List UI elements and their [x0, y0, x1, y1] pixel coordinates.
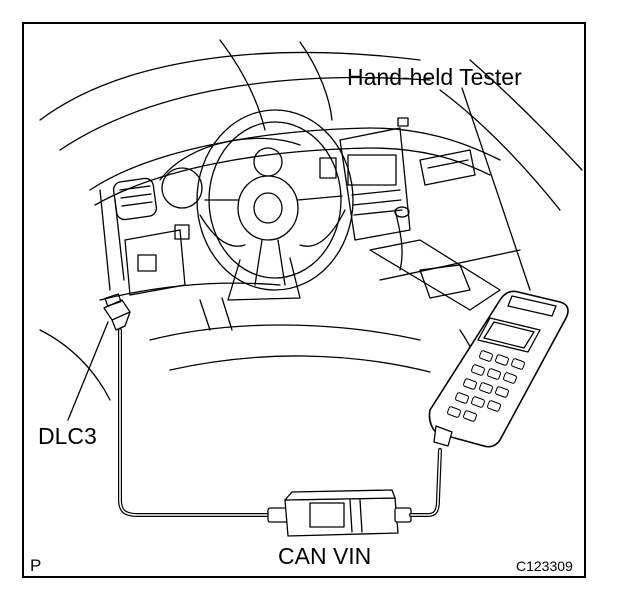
dlc3-leader-line — [67, 321, 109, 421]
tester-leader-line — [461, 87, 531, 291]
dlc3-connector — [103, 293, 131, 331]
floor-lines — [39, 297, 493, 421]
corner-mark: P — [30, 556, 42, 575]
figure-code: C123309 — [516, 558, 573, 574]
tester-cable — [409, 448, 442, 517]
dlc3-label: DLC3 — [38, 423, 97, 449]
center-console — [319, 117, 521, 311]
diagram-frame — [22, 22, 586, 578]
steering-wheel — [196, 109, 354, 301]
can-vin-label: CAN VIN — [278, 543, 372, 569]
windshield-lines — [39, 39, 583, 211]
hand-held-tester-label: Hand-held Tester — [347, 64, 522, 90]
hand-held-tester — [428, 290, 569, 448]
can-vin-box — [267, 489, 412, 537]
